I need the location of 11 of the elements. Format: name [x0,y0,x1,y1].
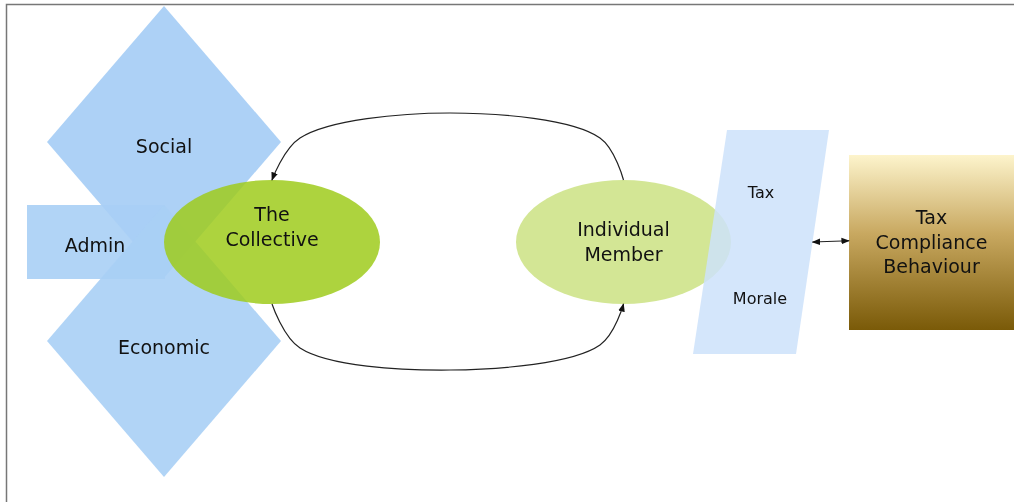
node-label: Admin [63,233,127,258]
node-label: Individual Member [576,217,671,267]
node-label: Morale [731,289,789,310]
node-label: The Collective [224,202,320,252]
node-label: Social [134,134,194,159]
node-label: Tax Compliance Behaviour [874,205,989,280]
arrow [811,237,850,246]
arrow [271,112,625,181]
node-label: Economic [117,335,211,360]
arrow [271,303,625,371]
node-label: Tax [746,183,776,204]
